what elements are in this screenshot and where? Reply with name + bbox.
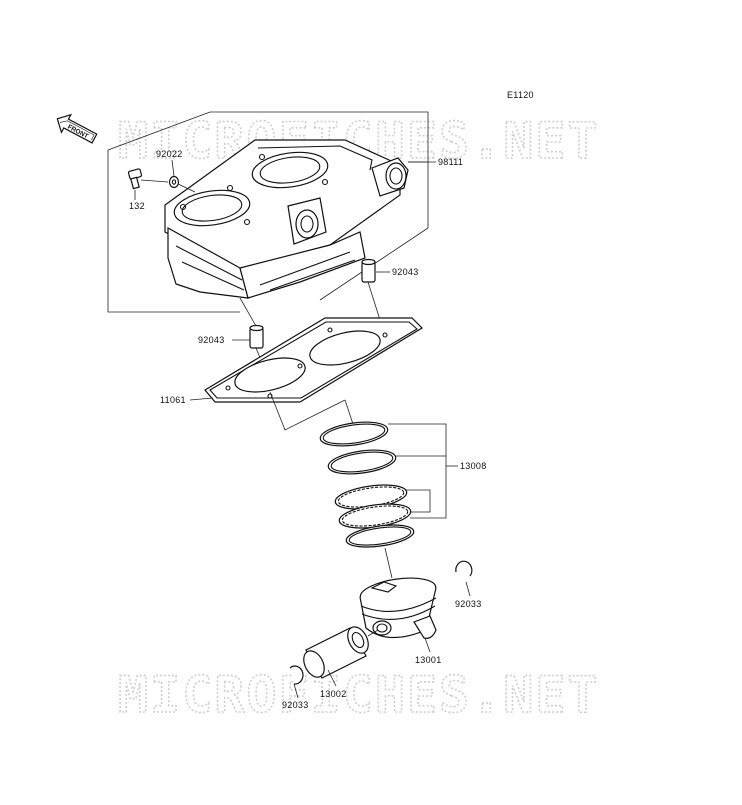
callout-92043-upper: 92043	[392, 267, 419, 277]
front-arrow-icon: FRONT	[56, 113, 98, 144]
callout-92033-left: 92033	[282, 700, 309, 710]
callout-92043-lower: 92043	[198, 335, 225, 345]
dowel-pin-upper	[361, 258, 376, 283]
callout-13002: 13002	[320, 689, 347, 699]
callout-13008: 13008	[460, 461, 487, 471]
washer-92022	[168, 175, 180, 189]
diagram-code: E1120	[507, 90, 534, 100]
piston	[359, 577, 437, 639]
dowel-pin-lower	[249, 324, 264, 349]
callout-98111: 98111	[438, 157, 463, 167]
callout-92033-right: 92033	[455, 599, 482, 609]
circlip-left	[289, 665, 304, 685]
piston-ring-set	[319, 421, 415, 548]
bolt-132	[127, 168, 143, 190]
watermark-bottom: MICROFICHES.NET	[118, 666, 600, 724]
head-gasket	[204, 317, 423, 403]
callout-11061: 11061	[160, 395, 186, 405]
callout-92022: 92022	[156, 149, 183, 159]
piston-pin	[303, 626, 369, 679]
cylinder-block	[164, 139, 409, 299]
circlip-right	[455, 560, 473, 577]
callout-132: 132	[129, 201, 145, 211]
callout-13001: 13001	[415, 655, 442, 665]
